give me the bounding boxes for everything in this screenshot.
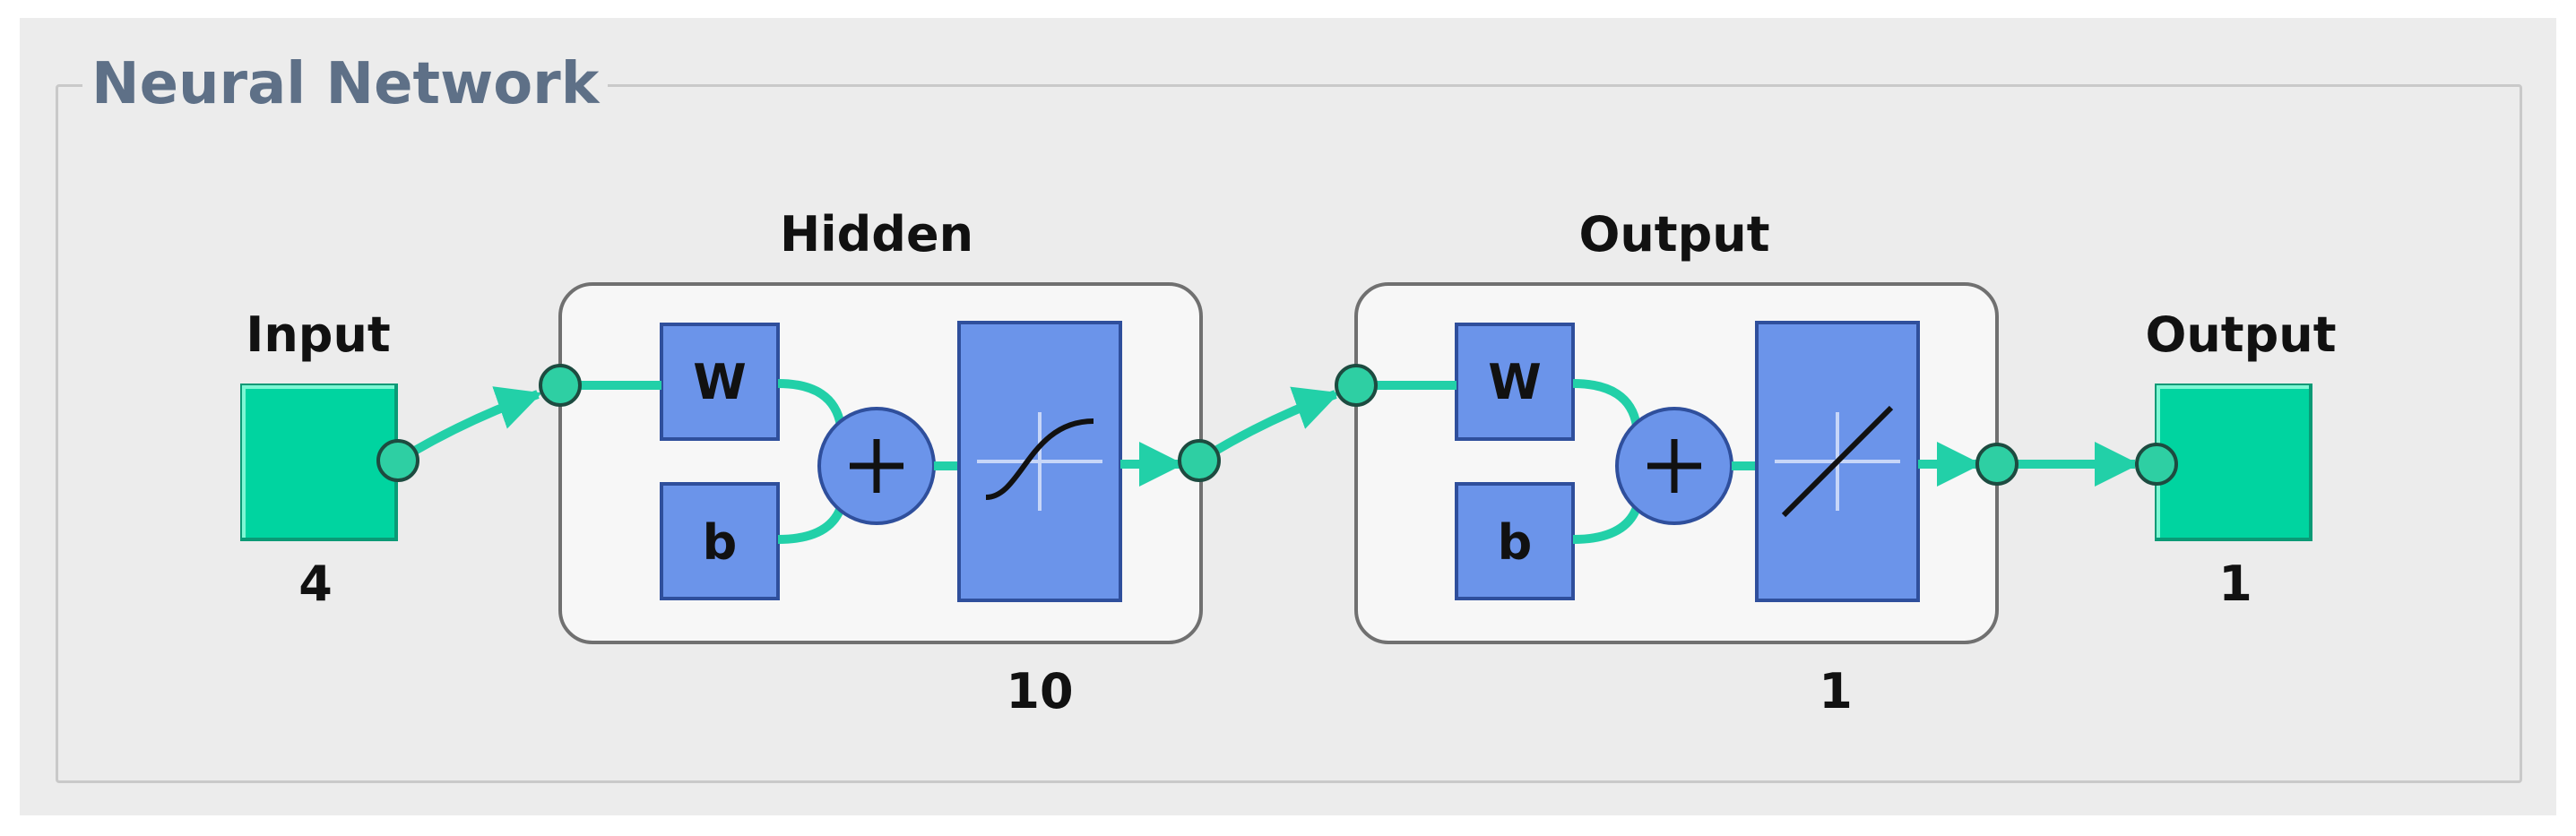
hidden-size: 10 <box>1006 663 1073 720</box>
input-to-hidden-arrow <box>395 386 542 465</box>
output-layer-size: 1 <box>1819 663 1853 720</box>
output-port-dot <box>2135 443 2178 486</box>
hidden-sum-icon <box>817 407 936 525</box>
input-label: Input <box>246 306 390 363</box>
output-weight-label: W <box>1488 354 1542 410</box>
output-bias-label: b <box>1498 514 1533 571</box>
output-weight-link <box>1572 379 1641 427</box>
tansig-transfer-icon <box>957 321 1122 602</box>
output-bias-block <box>1455 482 1575 600</box>
output-layer-label: Output <box>1578 206 1769 263</box>
hidden-layer-label: Hidden <box>780 206 973 263</box>
hidden-bias-block <box>660 482 780 600</box>
output-sum-icon <box>1615 407 1733 525</box>
hidden-input-dot <box>539 364 582 407</box>
hidden-weight-link <box>777 379 845 427</box>
hidden-weight-label: W <box>693 354 747 410</box>
output-weight-block <box>1455 323 1575 441</box>
hidden-bias-label: b <box>703 514 738 571</box>
panel-title: Neural Network <box>82 47 609 122</box>
input-port-dot <box>376 439 419 482</box>
output-node <box>2155 384 2312 541</box>
panel-frame <box>56 84 2522 783</box>
hidden-output-dot <box>1178 439 1221 482</box>
output-layer-output-dot <box>1975 443 2018 486</box>
output-size: 1 <box>2218 556 2252 612</box>
output-label: Output <box>2145 306 2336 363</box>
hidden-to-output-arrow <box>1197 386 1340 465</box>
output-layer-input-dot <box>1335 364 1378 407</box>
input-size: 4 <box>298 556 333 612</box>
input-node <box>240 384 398 541</box>
purelin-transfer-icon <box>1755 321 1920 602</box>
